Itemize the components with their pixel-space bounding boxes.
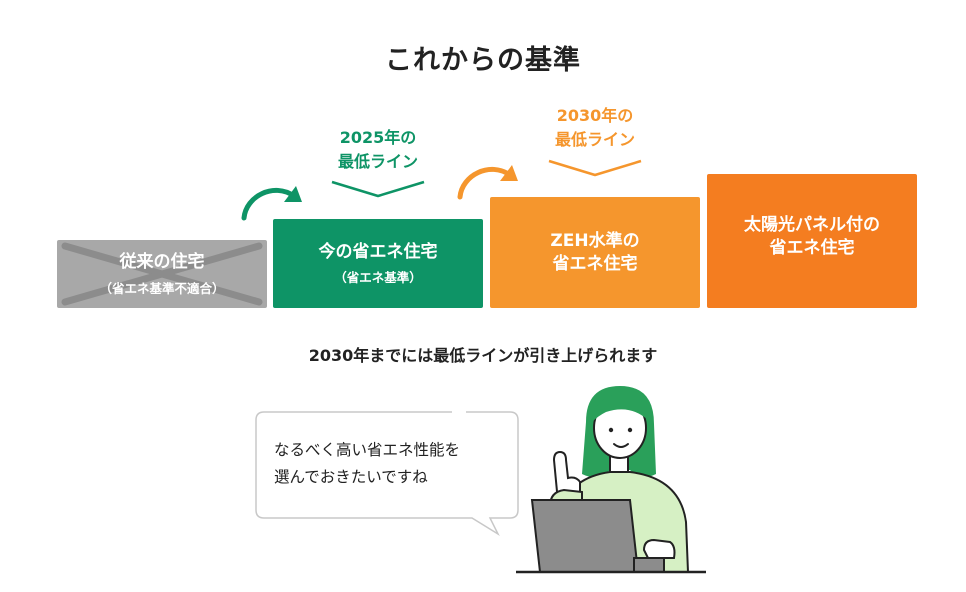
woman-with-laptop-illustration <box>516 386 706 574</box>
step-conventional-house: 従来の住宅 （省エネ基準不適合） <box>57 240 267 308</box>
label-2025-minimum: 2025年の 最低ライン <box>313 126 443 174</box>
label-2025-year: 2025年の <box>339 128 417 147</box>
chevron-down-icon <box>331 180 425 198</box>
step-zeh-title-line1: ZEH水準の <box>550 230 640 251</box>
step-zeh-title-line2: 省エネ住宅 <box>552 253 638 274</box>
speech-bubble <box>255 410 519 537</box>
label-2030-minimum: 2030年の 最低ライン <box>530 104 660 152</box>
curved-arrow-icon <box>241 186 302 221</box>
label-2025-text: 最低ライン <box>337 152 418 171</box>
curved-arrow-icon <box>457 165 518 200</box>
step-conventional-note: （省エネ基準不適合） <box>99 280 225 296</box>
step-solar-house: 太陽光パネル付の 省エネ住宅 <box>707 174 917 308</box>
step-current-note: （省エネ基準） <box>334 270 422 286</box>
step-solar-title-line2: 省エネ住宅 <box>769 237 855 258</box>
speech-line-1: なるべく高い省エネ性能を <box>274 441 461 459</box>
label-2030-year: 2030年の <box>556 106 634 125</box>
step-solar-title-line1: 太陽光パネル付の <box>744 215 880 235</box>
step-zeh-house: ZEH水準の 省エネ住宅 <box>490 197 700 308</box>
step-current-title: 今の省エネ住宅 <box>318 241 438 262</box>
speech-line-2: 選んでおきたいですね <box>274 468 428 486</box>
step-current-eco-house: 今の省エネ住宅 （省エネ基準） <box>273 219 483 308</box>
diagram-title: これからの基準 <box>385 45 581 76</box>
caption-text: 2030年までには最低ラインが引き上げられます <box>308 346 658 365</box>
chevron-down-icon <box>548 159 642 177</box>
cross-mark-icon <box>61 242 263 306</box>
label-2030-text: 最低ライン <box>554 130 635 149</box>
step-conventional-title: 従来の住宅 <box>119 252 205 273</box>
speech-bubble-text: なるべく高い省エネ性能を 選んでおきたいですね <box>274 437 514 491</box>
